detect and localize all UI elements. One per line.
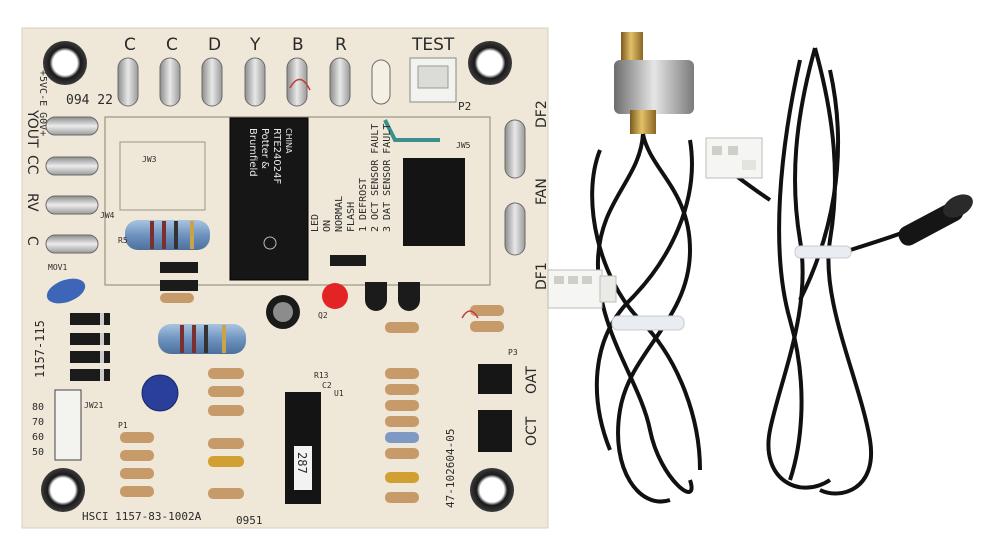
terminal-label-y: Y: [249, 35, 261, 55]
part-number: 47-102604-05: [444, 429, 457, 508]
svg-text:LED: LED: [310, 214, 321, 232]
relay-model: RTE24024F: [271, 128, 282, 184]
relay-2: [403, 158, 465, 246]
transistor-q1: [398, 282, 420, 311]
temp-scale: 80 70 60 50: [32, 402, 44, 458]
relay: RTE24024F Potter & Brumfield CHINA: [229, 117, 309, 281]
svg-text:Q2: Q2: [318, 311, 328, 320]
terminal-label-cc: CC: [24, 155, 40, 175]
sensor-cable-1: [547, 32, 702, 504]
svg-text:P1: P1: [118, 421, 128, 430]
sensor-cable-2: [705, 47, 973, 496]
mount-hole-bl: [41, 468, 85, 512]
svg-text:U1: U1: [334, 389, 344, 398]
terminal-label-c1: C: [124, 35, 136, 55]
mount-hole-br: [470, 468, 514, 512]
terminal-label-d: D: [208, 35, 221, 55]
left-terminals: [45, 116, 99, 254]
black-probe: [898, 194, 973, 246]
svg-text:R5: R5: [118, 236, 128, 245]
svg-text:70: 70: [32, 417, 44, 428]
brass-probe: [621, 32, 643, 62]
terminal-label-b: B: [292, 35, 304, 55]
status-legend: LED ON NORMAL FLASH 1 DEFROST 2 OCT SENS…: [310, 124, 393, 232]
label-oct: OCT: [524, 416, 540, 446]
test-label: TEST: [411, 35, 455, 55]
svg-text:ON: ON: [322, 220, 333, 232]
resistor-r5: [125, 220, 210, 250]
svg-text:C2: C2: [322, 381, 332, 390]
mount-hole-tr: [468, 41, 512, 85]
small-resistors-left: [120, 293, 244, 499]
svg-text:JW5: JW5: [456, 141, 471, 150]
date-code: 094 22: [66, 93, 113, 108]
relay-origin: CHINA: [284, 128, 293, 154]
terminal-label-r: R: [335, 35, 347, 55]
oct-header: [478, 410, 512, 452]
capacitor-blue: [141, 374, 179, 412]
top-terminals: [117, 57, 391, 107]
terminal-label-yout: YOUT: [24, 109, 40, 148]
svg-text:P3: P3: [508, 348, 518, 357]
terminal-label-df2: DF2: [534, 100, 550, 128]
svg-text:2 OCT SENSOR FAULT: 2 OCT SENSOR FAULT: [370, 124, 381, 232]
svg-text:60: 60: [32, 432, 44, 443]
relay-brand-1: Potter &: [259, 128, 270, 169]
side-label: 1157-115: [33, 320, 47, 378]
terminal-label-df1: DF1: [534, 262, 550, 290]
svg-text:50: 50: [32, 447, 44, 458]
p1-connector: [54, 389, 82, 461]
led1: [322, 283, 348, 309]
svg-text:JW21: JW21: [84, 401, 103, 410]
terminal-label-fan: FAN: [534, 178, 550, 205]
svg-text:NORMAL: NORMAL: [334, 196, 345, 232]
svg-text:R13: R13: [314, 371, 329, 380]
svg-text:JW4: JW4: [100, 211, 115, 220]
mfg-code: +5VC-E G0V+: [37, 70, 48, 136]
terminal-label-c: C: [24, 236, 40, 246]
resistor-r1: [158, 324, 246, 354]
sensor-plug-2pin: [705, 137, 763, 179]
transistor-q2: [365, 282, 387, 311]
top-terminal-labels: C C D Y B R TEST: [124, 35, 455, 55]
relay-brand-2: Brumfield: [247, 128, 258, 177]
svg-text:MOV1: MOV1: [48, 263, 67, 272]
mount-hole-tl: [43, 41, 87, 85]
svg-text:3 DAT SENSOR FAULT: 3 DAT SENSOR FAULT: [382, 124, 393, 232]
sensor-plug-3pin: [547, 269, 617, 309]
oat-header: [478, 364, 512, 394]
ic-chip-u1: 287: [285, 392, 321, 504]
terminal-label-rv: RV: [24, 193, 40, 212]
chip-label: 287: [295, 452, 309, 474]
terminal-label-c2: C: [166, 35, 178, 55]
mov-varistor: [46, 278, 86, 304]
svg-text:1 DEFROST: 1 DEFROST: [358, 178, 369, 232]
svg-text:80: 80: [32, 402, 44, 413]
svg-text:FLASH: FLASH: [346, 202, 357, 232]
label-oat: OAT: [524, 366, 540, 394]
ref-p2: P2: [458, 100, 471, 113]
control-board: C C D Y B R TEST P2 +5VC-E G0V+ 094 22 Y…: [21, 27, 550, 529]
diodes: [70, 255, 366, 381]
small-resistors-middle: [385, 305, 504, 503]
bottom-label: HSCI 1157-83-1002A: [82, 510, 202, 523]
svg-text:JW3: JW3: [142, 155, 157, 164]
right-terminals: [504, 119, 526, 256]
serial-number: 0951: [236, 514, 263, 527]
